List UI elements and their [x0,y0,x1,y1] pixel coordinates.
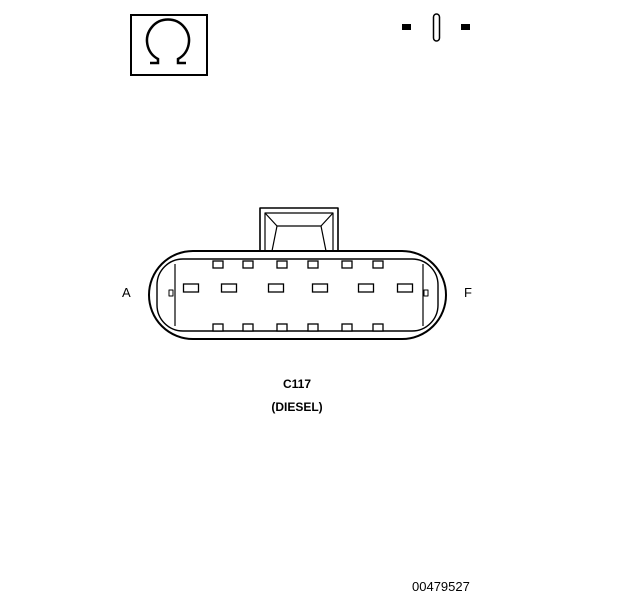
cavity-top-6 [372,260,384,269]
ohmmeter-symbol [130,14,208,76]
connector-cavities [182,260,414,332]
cavity-top-4 [307,260,319,269]
cavity-middle-5 [357,283,375,293]
connector-outer-shell [148,250,447,340]
cavity-bottom-1 [212,323,224,332]
connector-c117 [148,207,447,340]
cavity-bottom-3 [276,323,288,332]
fuse-icon [402,13,470,42]
cavity-bottom-4 [307,323,319,332]
connector-inner-face [156,258,439,332]
cavity-bottom-6 [372,323,384,332]
cavity-middle-6 [396,283,414,293]
cavity-middle-4 [311,283,329,293]
ohmmeter-icon [145,18,191,65]
connector-id-label: C117 [282,377,312,391]
cavity-bottom-2 [242,323,254,332]
pin-a-label: A [122,285,131,300]
cavity-middle-1 [182,283,200,293]
connector-lock-tab [259,207,339,252]
cavity-top-3 [276,260,288,269]
connector-variant-label: (DIESEL) [271,400,323,414]
cavity-middle-3 [267,283,285,293]
cavity-top-2 [242,260,254,269]
cavity-middle-2 [220,283,238,293]
cavity-top-1 [212,260,224,269]
pin-f-label: F [464,285,472,300]
cavity-bottom-5 [341,323,353,332]
figure-number: 00479527 [412,579,470,594]
cavity-top-5 [341,260,353,269]
